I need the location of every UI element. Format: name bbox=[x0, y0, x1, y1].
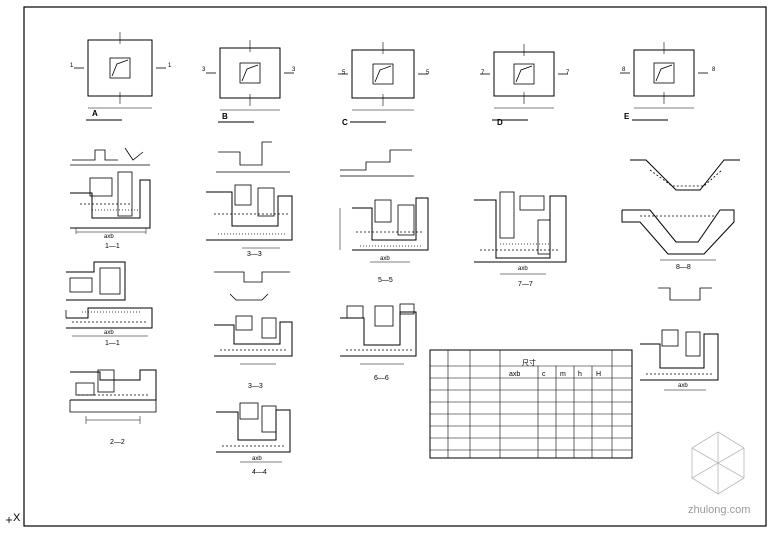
section-5-5-dim: axb bbox=[380, 256, 390, 262]
section-3-3-label: 3—3 bbox=[247, 251, 262, 258]
section-3-3-drawing bbox=[206, 141, 293, 249]
plan-a-chamfer bbox=[111, 59, 129, 77]
plan-e-opening bbox=[653, 62, 675, 84]
section-5-5-drawing bbox=[339, 149, 429, 263]
table-col-axb: axb bbox=[509, 371, 521, 378]
section-2-2-drawing bbox=[69, 369, 157, 424]
section-1-1b-drawing bbox=[65, 261, 153, 337]
plan-c-chamfer bbox=[374, 65, 392, 83]
section-8-8-drawing bbox=[621, 159, 740, 261]
section-2-2-label: 2—2 bbox=[110, 439, 125, 446]
section-3-3b-label: 3—3 bbox=[248, 383, 263, 390]
plan-e-section-mark-left: 8 bbox=[622, 67, 626, 73]
section-1-1-label: 1—1 bbox=[105, 243, 120, 250]
section-4-4-dim: axb bbox=[252, 456, 262, 462]
plan-b-outline bbox=[219, 47, 281, 99]
plan-a-section-mark-left: 1 bbox=[70, 63, 74, 69]
section-4-4-label: 4—4 bbox=[252, 469, 267, 476]
plan-b-section-mark-left: 3 bbox=[202, 67, 206, 73]
plan-b-chamfer bbox=[241, 64, 259, 82]
plan-c-title: C bbox=[342, 118, 348, 127]
origin-marker bbox=[6, 517, 12, 523]
plan-e-outline bbox=[633, 49, 695, 97]
watermark-site: zhulong.com bbox=[688, 504, 751, 516]
plan-e-chamfer bbox=[655, 64, 673, 82]
section-7-7-label: 7—7 bbox=[518, 281, 533, 288]
section-1-1-dim: axb bbox=[104, 234, 114, 240]
table-col-h: h bbox=[578, 371, 582, 378]
plan-a-section-mark-right: 1 bbox=[168, 63, 172, 69]
plan-e-section-mark-right: 8 bbox=[712, 67, 716, 73]
section-1-1-drawing bbox=[70, 147, 151, 234]
section-6-6-drawing bbox=[340, 303, 417, 365]
table-col-c: c bbox=[542, 371, 546, 378]
dimension-table bbox=[429, 349, 633, 459]
section-7-7-drawing bbox=[474, 191, 567, 275]
plan-c-outline bbox=[351, 49, 415, 99]
plan-a-outline bbox=[87, 39, 153, 97]
plan-c-opening bbox=[372, 63, 394, 85]
section-8-8-label: 8—8 bbox=[676, 264, 691, 271]
section-right-small-drawing bbox=[640, 287, 719, 391]
plan-b-title: B bbox=[222, 112, 228, 121]
origin-label: X bbox=[13, 512, 21, 524]
section-7-7-dim: axb bbox=[518, 266, 528, 272]
section-6-6-label: 6—6 bbox=[374, 375, 389, 382]
section-1-1b-label: 1—1 bbox=[105, 340, 120, 347]
plan-d-section-mark-left: 7 bbox=[481, 70, 485, 76]
plan-d-section-mark-right: 7 bbox=[566, 70, 570, 76]
plan-c-section-mark-right: 5 bbox=[426, 70, 430, 76]
section-right-dim: axb bbox=[678, 383, 688, 389]
plan-a-opening bbox=[109, 57, 131, 79]
table-col-H: H bbox=[596, 371, 602, 378]
plan-c-section-mark-left: 5 bbox=[342, 70, 346, 76]
plan-d-title: D bbox=[497, 118, 503, 127]
sheet-border bbox=[23, 6, 767, 527]
watermark-emblem bbox=[691, 431, 745, 495]
section-5-5-label: 5—5 bbox=[378, 277, 393, 284]
table-group-header: 尺寸 bbox=[522, 360, 536, 367]
plan-a-title: A bbox=[92, 109, 98, 118]
table-border bbox=[429, 349, 633, 459]
plan-d-opening bbox=[513, 63, 535, 85]
plan-b-opening bbox=[239, 62, 261, 84]
plan-e-title: E bbox=[624, 112, 630, 121]
section-4-4-drawing bbox=[216, 402, 291, 463]
plan-d-chamfer bbox=[515, 65, 533, 83]
plan-d-outline bbox=[493, 51, 555, 97]
plan-views bbox=[74, 32, 708, 123]
table-col-m: m bbox=[560, 371, 566, 378]
section-3-3b-drawing bbox=[214, 271, 293, 365]
plan-b-section-mark-right: 3 bbox=[292, 67, 296, 73]
section-1-1b-dim: axb bbox=[104, 330, 114, 336]
